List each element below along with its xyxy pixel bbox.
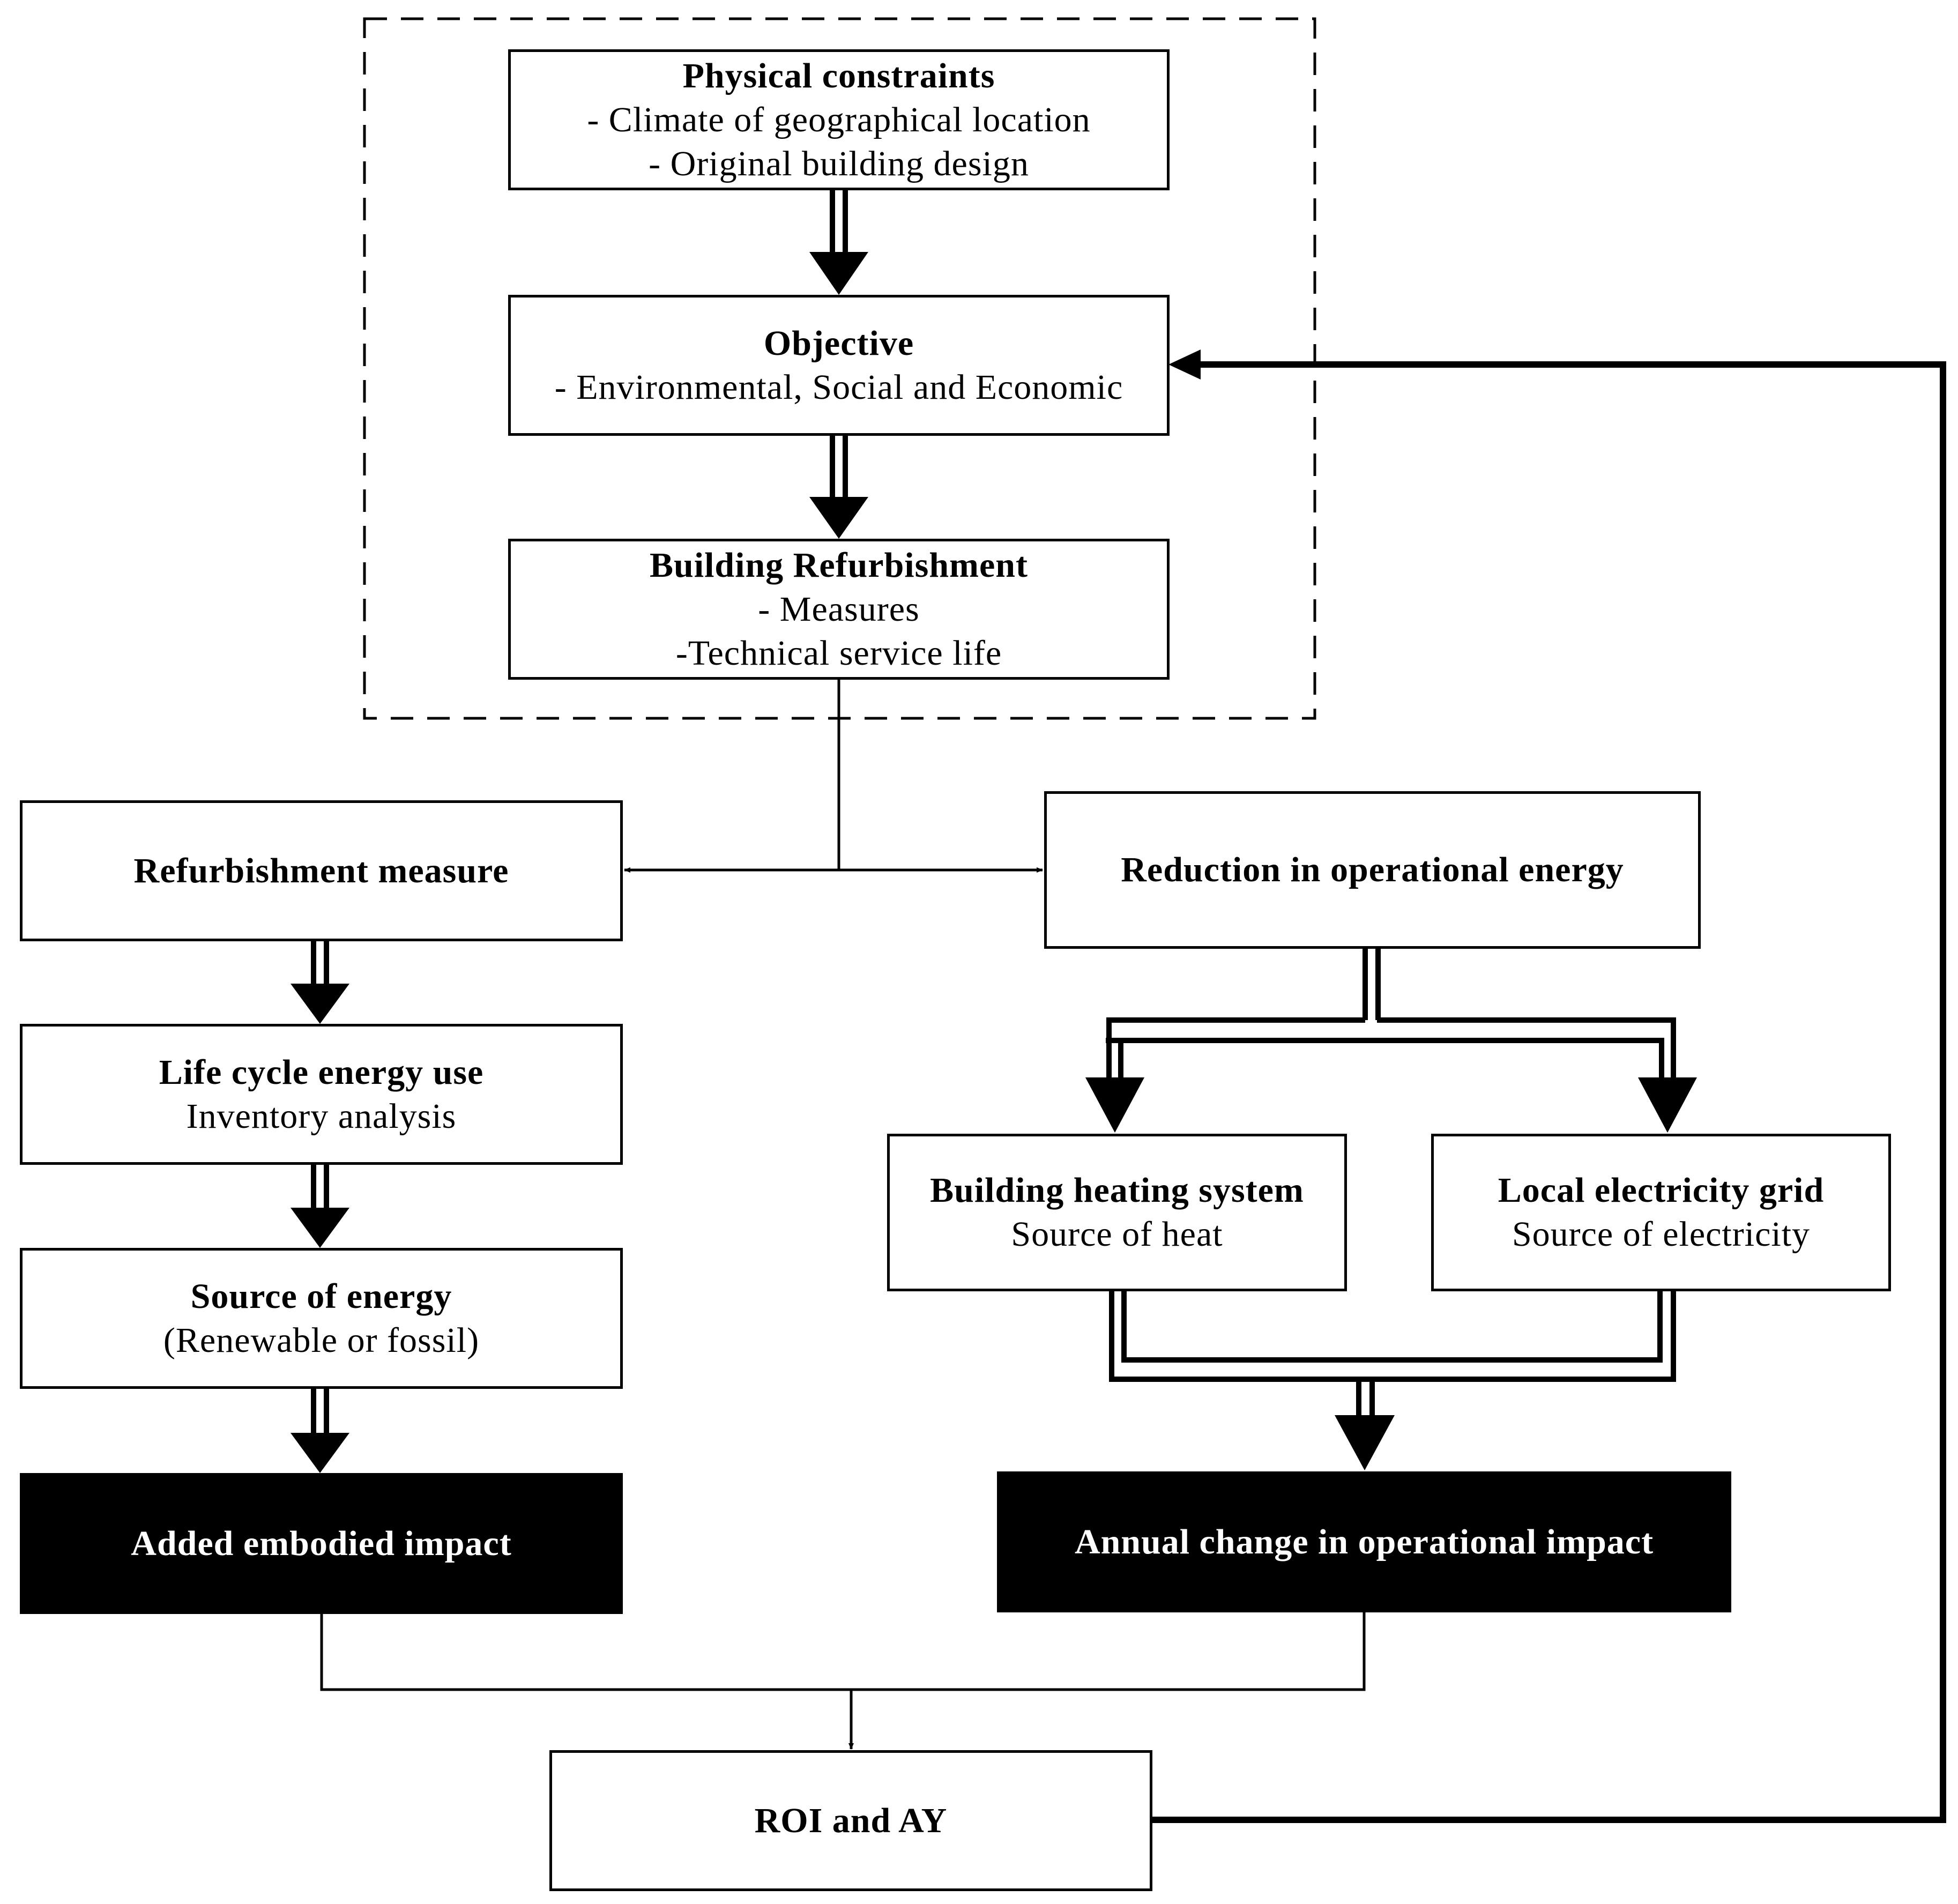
node-title: Building heating system (930, 1171, 1304, 1210)
node-title: Refurbishment measure (133, 851, 509, 890)
node-title: Added embodied impact (131, 1523, 512, 1563)
physical-constraints-box: Physical constraints - Climate of geograp… (508, 49, 1170, 190)
roi-and-ay-box: ROI and AY (549, 1750, 1152, 1891)
node-title: Annual change in operational impact (1074, 1522, 1654, 1561)
node-detail-line: Inventory analysis (186, 1096, 457, 1136)
node-title: Objective (763, 323, 914, 363)
refurbishment-measure-box: Refurbishment measure (20, 800, 623, 941)
node-title: ROI and AY (754, 1801, 948, 1840)
node-title: Life cycle energy use (159, 1052, 484, 1092)
node-title: Building Refurbishment (650, 545, 1028, 585)
node-title: Physical constraints (682, 56, 995, 95)
node-detail-line: Source of heat (1011, 1215, 1223, 1254)
node-detail-line: - Measures (758, 589, 920, 629)
double-split-arrowhead-heating (1085, 1077, 1144, 1133)
double-arrow-physical-to-objective (809, 177, 868, 295)
source-of-energy-box: Source of energy(Renewable or fossil) (20, 1248, 623, 1389)
node-detail-line: - Climate of geographical location (587, 100, 1091, 139)
thin-split-building-refurbishment (624, 680, 1043, 873)
building-refurbishment-box: Building Refurbishment- Measures-Technic… (508, 539, 1170, 680)
double-arrow-refurbishment-to-life-cycle (291, 927, 349, 1024)
node-detail-line: (Renewable or fossil) (163, 1320, 480, 1360)
double-split-arrowhead-electricity (1638, 1077, 1697, 1133)
double-arrow-source-to-embodied (291, 1377, 349, 1473)
node-title: Local electricity grid (1498, 1171, 1825, 1210)
double-arrow-objective-to-building-refurbishment (809, 423, 868, 539)
feedback-roi-to-objective (1150, 349, 1946, 1823)
objective-box: Objective- Environmental, Social and Eco… (508, 295, 1170, 436)
double-merge-arrowhead-annual (1335, 1415, 1395, 1470)
thin-merge-to-roi (320, 1611, 1366, 1750)
node-detail-line: - Environmental, Social and Economic (554, 367, 1123, 407)
double-merge-heating-and-electricity-to-annual (1109, 1281, 1676, 1420)
added-embodied-impact-box: Added embodied impact (20, 1473, 623, 1614)
double-arrow-life-cycle-to-source (291, 1151, 349, 1248)
node-detail-line: Source of electricity (1512, 1215, 1811, 1254)
node-detail-line: - Original building design (649, 144, 1029, 183)
node-title: Reduction in operational energy (1121, 850, 1624, 889)
node-detail-line: -Technical service life (675, 633, 1002, 673)
reduction-operational-energy-box: Reduction in operational energy (1044, 791, 1701, 949)
annual-change-operational-impact-box: Annual change in operational impact (997, 1471, 1731, 1612)
node-title: Source of energy (190, 1276, 452, 1316)
double-split-reduction-to-heating-and-electricity (1106, 938, 1676, 1084)
